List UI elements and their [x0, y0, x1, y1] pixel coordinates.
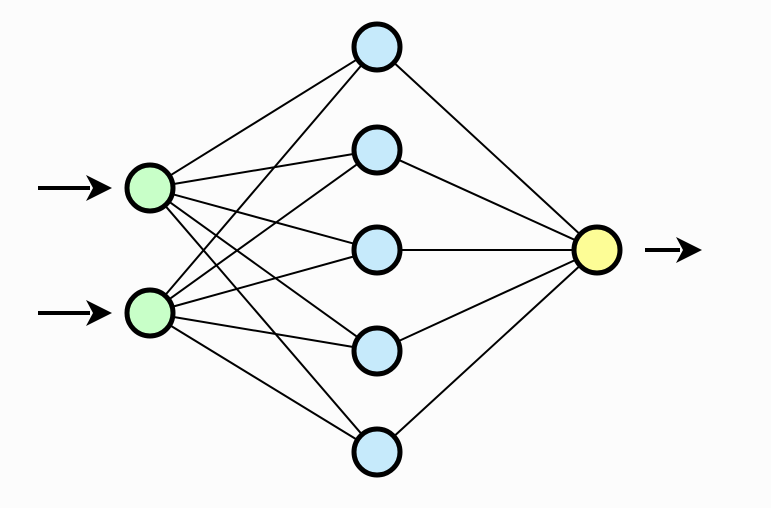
arrow-head-icon — [86, 300, 112, 326]
connection-edge — [167, 57, 360, 178]
node-i2[interactable] — [124, 287, 176, 339]
edges-group — [162, 57, 583, 442]
connection-edge — [166, 199, 361, 340]
node-h3[interactable] — [351, 224, 403, 276]
connection-edge — [169, 254, 358, 309]
node-h5[interactable] — [351, 426, 403, 478]
arrow-head-icon — [86, 175, 112, 201]
node-i1[interactable] — [124, 162, 176, 214]
node-h1[interactable] — [351, 21, 403, 73]
node-o1[interactable] — [571, 224, 623, 276]
output-arrow — [645, 237, 702, 263]
connection-edge — [391, 263, 583, 439]
connection-edge — [167, 323, 360, 442]
arrow-head-icon — [676, 237, 702, 263]
io-arrows-group — [38, 175, 702, 326]
input-arrow — [38, 175, 112, 201]
connection-edge — [162, 203, 365, 437]
connection-edge — [391, 60, 583, 237]
node-h2[interactable] — [351, 124, 403, 176]
connection-edge — [395, 257, 579, 344]
connection-edge — [170, 315, 357, 349]
connection-edge — [395, 157, 579, 243]
input-arrow — [38, 300, 112, 326]
connection-edge — [166, 161, 361, 302]
node-h4[interactable] — [351, 325, 403, 377]
nodes-group — [124, 21, 623, 478]
connection-edge — [170, 152, 357, 186]
connection-edge — [169, 192, 358, 246]
connection-edge — [162, 62, 365, 298]
